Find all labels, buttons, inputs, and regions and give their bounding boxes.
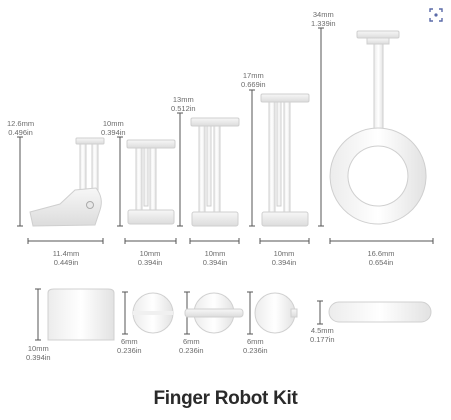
product-title: Finger Robot Kit bbox=[153, 388, 298, 409]
part-rod bbox=[328, 301, 432, 323]
part-holder-small bbox=[126, 139, 176, 225]
part-holder-medium bbox=[190, 117, 240, 227]
part-ring bbox=[329, 30, 427, 225]
parts-illustration bbox=[17, 27, 434, 341]
part-holder-tall bbox=[260, 93, 310, 227]
part-bracket bbox=[29, 137, 105, 227]
scan-icon[interactable] bbox=[427, 6, 445, 24]
part-disc-1 bbox=[132, 292, 174, 334]
part-disc-2 bbox=[184, 292, 244, 334]
part-disc-3 bbox=[254, 292, 298, 334]
part-sleeve bbox=[47, 288, 115, 341]
